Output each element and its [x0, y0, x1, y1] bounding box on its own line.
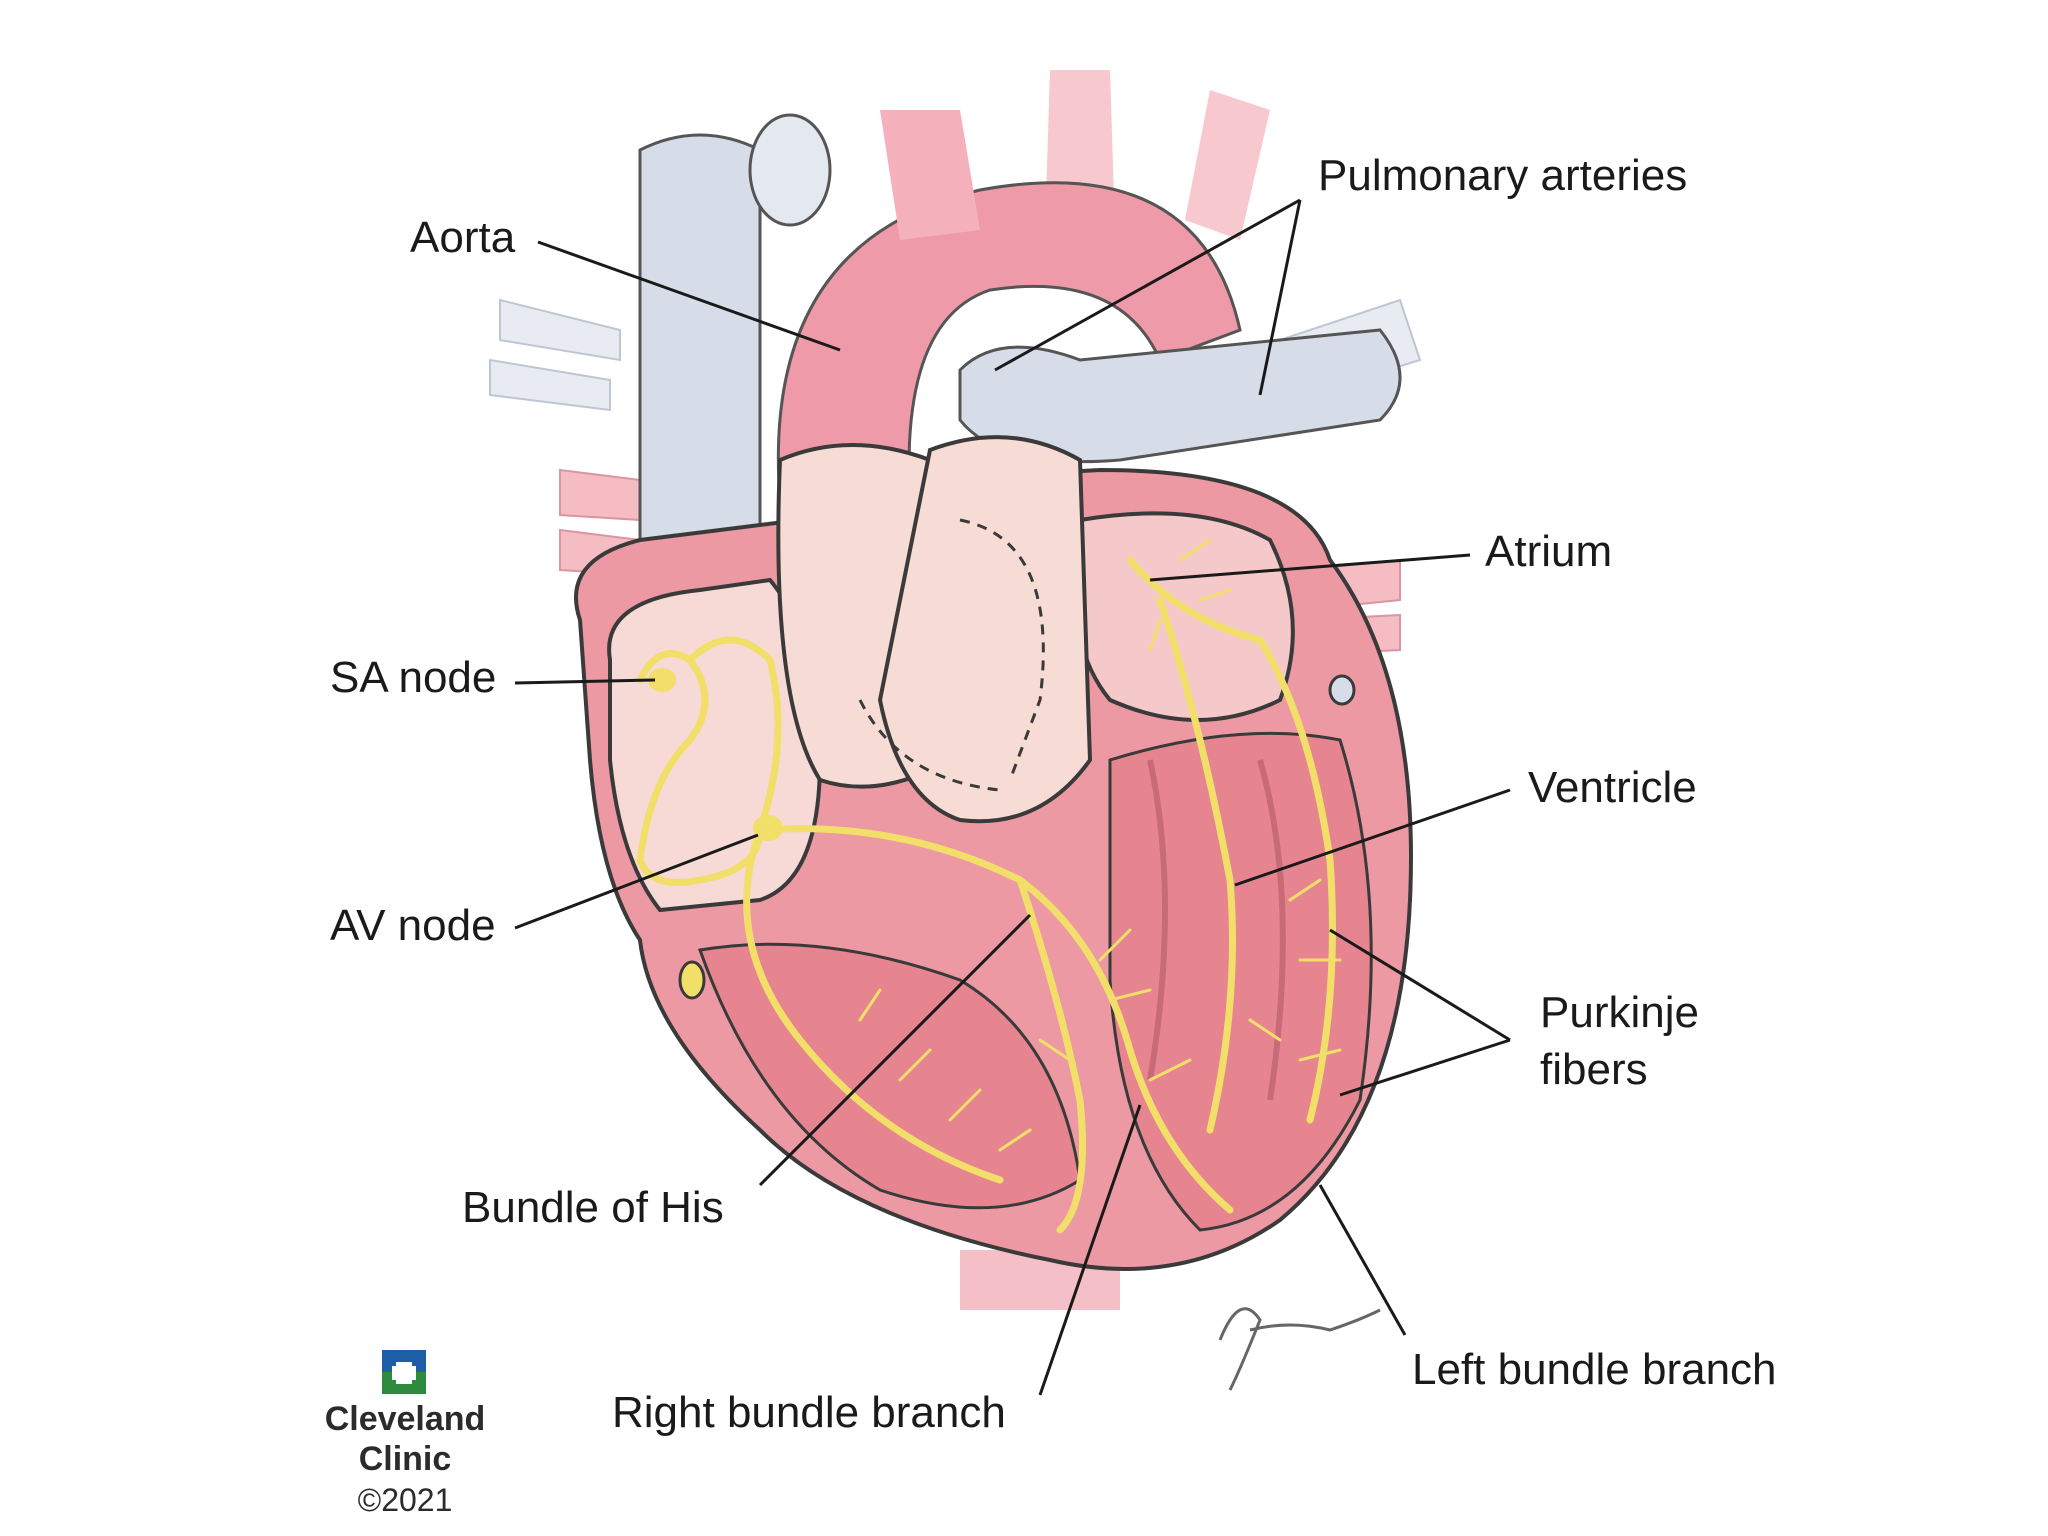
label-purkinje-line2: fibers — [1540, 1045, 1648, 1094]
label-bundle-of-his: Bundle of His — [462, 1183, 724, 1232]
leader-lines — [514, 198, 1511, 1396]
logo-text-clinic: Clinic — [358, 1440, 452, 1478]
aorta-vessel — [776, 181, 1242, 502]
left-ventricle-chamber — [1108, 731, 1373, 1232]
sa-node-mark — [648, 668, 676, 692]
label-sa-node: SA node — [330, 653, 497, 702]
label-ventricle: Ventricle — [1528, 763, 1697, 812]
superior-vena-cava — [638, 133, 762, 589]
label-atrium: Atrium — [1485, 527, 1613, 576]
label-pulmonary-arteries: Pulmonary arteries — [1318, 151, 1688, 200]
copyright-text: ©2021 — [357, 1482, 453, 1518]
cleveland-clinic-logo-mark — [382, 1350, 426, 1394]
artist-signature — [1218, 1307, 1381, 1391]
label-left-bundle-branch: Left bundle branch — [1412, 1345, 1777, 1394]
purkinje-branches — [858, 538, 1342, 1152]
label-av-node: AV node — [330, 901, 496, 950]
av-node-mark — [753, 815, 783, 841]
label-purkinje-line1: Purkinje — [1540, 988, 1699, 1037]
conduction-system — [636, 556, 1336, 1234]
label-aorta: Aorta — [410, 213, 516, 262]
aortic-valve — [877, 435, 1093, 824]
logo-text-cleveland: Cleveland — [324, 1400, 486, 1438]
label-right-bundle-branch: Right bundle branch — [612, 1388, 1006, 1437]
